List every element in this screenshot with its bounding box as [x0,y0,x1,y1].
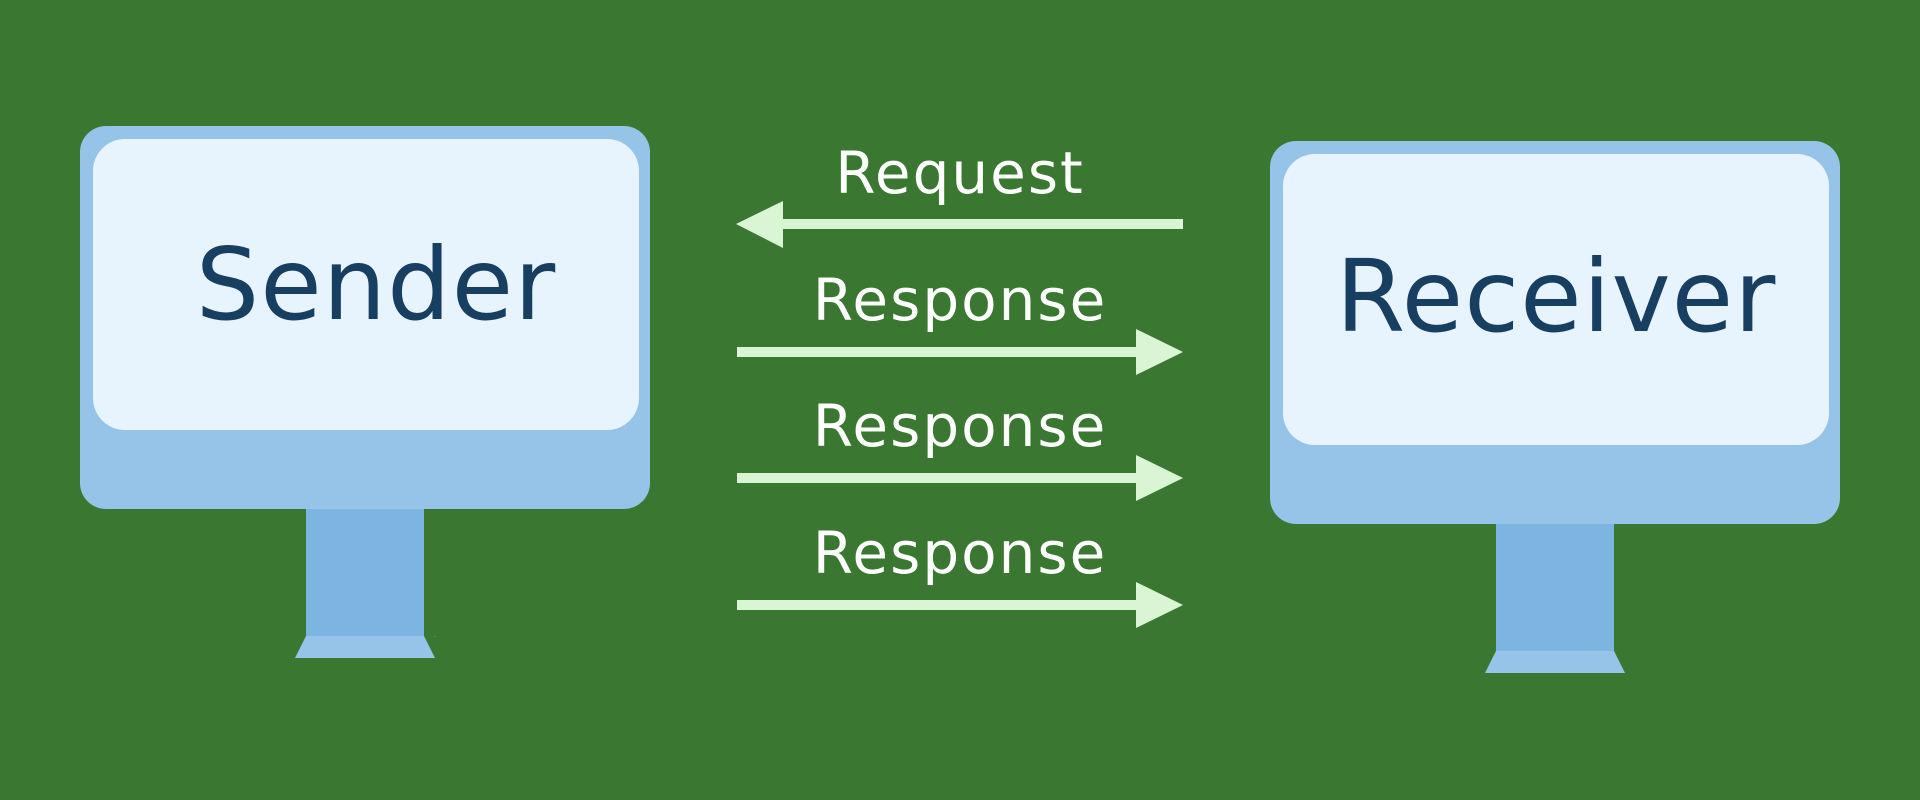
receiver-monitor-screen: Receiver [1283,154,1829,445]
response-arrow-1 [737,329,1183,375]
sender-label: Sender [195,226,557,343]
response-label-1: Response [812,266,1108,334]
response-label-3: Response [812,519,1108,587]
receiver-monitor-neck [1496,524,1614,652]
sender-monitor-screen: Sender [93,139,639,430]
response-label-2: Response [812,392,1108,460]
receiver-monitor-base [1485,651,1625,673]
sender-monitor-neck [306,509,424,637]
sender-monitor-base [295,636,436,658]
response-arrow-3 [737,582,1183,628]
request-arrow [736,201,1183,248]
receiver-label: Receiver [1335,238,1777,355]
response-arrow-2 [737,455,1183,501]
request-label: Request [835,139,1085,207]
